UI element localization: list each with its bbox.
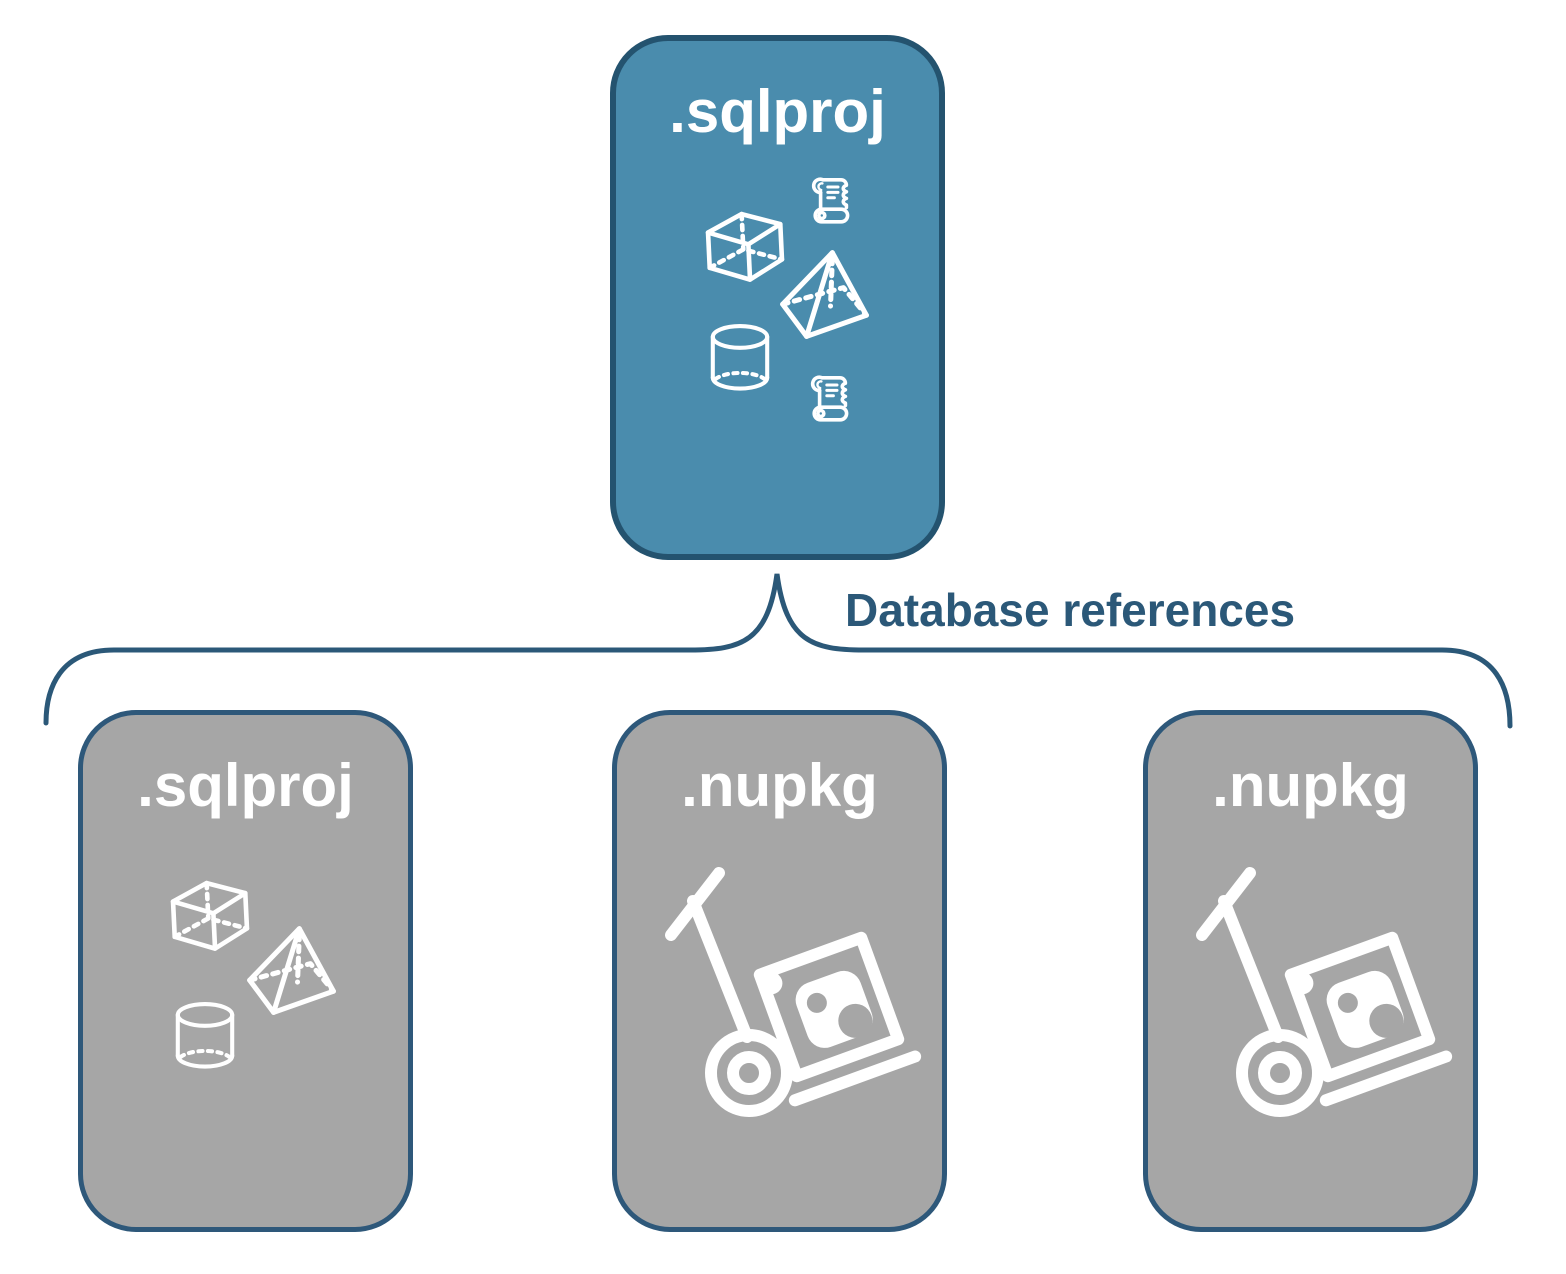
box-title: .sqlproj: [137, 752, 354, 819]
connector-label: Database references: [845, 584, 1296, 636]
box-sqlproj-root: .sqlproj: [610, 35, 945, 560]
box-nupkg-child-1: .nupkg: [612, 710, 947, 1232]
box-title: .sqlproj: [669, 78, 886, 145]
package-dolly-icon: [1188, 863, 1468, 1133]
scroll-icon: [798, 373, 858, 433]
scroll-icon: [799, 175, 859, 235]
box-title: .nupkg: [681, 752, 878, 819]
package-dolly-icon: [657, 863, 937, 1133]
pyramid-icon: [241, 925, 343, 1017]
pyramid-icon: [774, 249, 876, 341]
cylinder-icon: [171, 995, 239, 1077]
cylinder-icon: [706, 317, 774, 399]
box-nupkg-child-2: .nupkg: [1143, 710, 1478, 1232]
box-title: .nupkg: [1212, 752, 1409, 819]
box-sqlproj-child: .sqlproj: [78, 710, 413, 1232]
